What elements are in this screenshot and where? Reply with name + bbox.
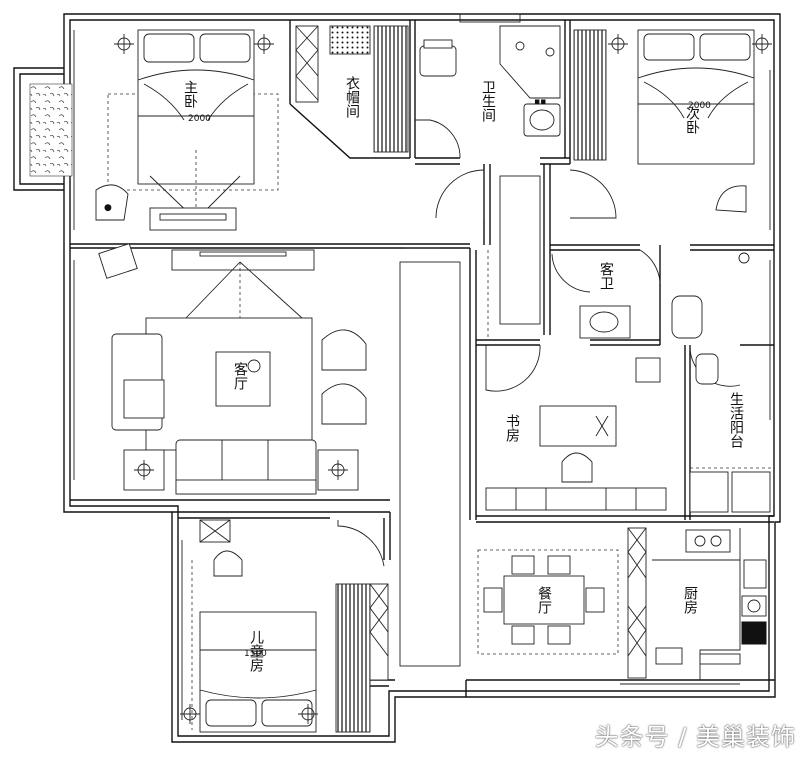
balcony-left: [13, 67, 73, 191]
ceiling-lamp-icon: [114, 34, 274, 54]
second-bedroom: 2000 次卧: [573, 29, 755, 213]
svg-text:2000: 2000: [688, 101, 711, 111]
living-room-label: 客厅: [232, 361, 248, 390]
second-bedroom-label: 次卧: [684, 106, 700, 134]
watermark: 头条号 / 美巢装饰: [594, 723, 796, 751]
svg-text:1500: 1500: [244, 649, 267, 659]
windows: [73, 30, 771, 720]
bathroom-label: 卫生间: [480, 80, 496, 123]
kitchen: 厨房: [627, 527, 767, 680]
corridor-cabinets: [399, 175, 541, 667]
master-bedroom-label: 主卧: [182, 80, 198, 108]
interior-walls: [70, 20, 774, 687]
kids-room: 1500 儿童房: [191, 519, 389, 733]
laundry-balcony-label: 生活阳台: [728, 392, 744, 448]
living-room: 客厅: [98, 243, 367, 495]
study-label: 书房: [504, 414, 520, 442]
walk-in-closet: 衣帽间: [295, 25, 409, 153]
bathroom: ▪▪ 卫生间: [419, 25, 561, 137]
doors: [337, 119, 741, 567]
dining-room: 餐厅: [477, 549, 619, 655]
svg-text:●: ●: [104, 203, 112, 213]
kitchen-label: 厨房: [682, 586, 698, 614]
outer-walls: [63, 13, 781, 743]
laundry-balcony: 生活阳台: [689, 353, 774, 513]
kids-room-label: 儿童房: [248, 630, 264, 672]
walk-in-closet-label: 衣帽间: [344, 76, 360, 119]
ceiling-lamp-icon: [608, 34, 772, 54]
study: 书房: [485, 357, 667, 511]
master-bedroom: 2000 ● 主卧: [95, 29, 279, 231]
dining-room-label: 餐厅: [536, 586, 552, 614]
ceiling-lamp-icon: [180, 704, 318, 724]
guest-bath-label: 客卫: [598, 261, 614, 290]
svg-text:2000: 2000: [188, 114, 211, 124]
svg-text:▪▪: ▪▪: [534, 97, 546, 107]
guest-bath: 客卫: [579, 252, 750, 339]
plant-icon: [134, 359, 348, 480]
